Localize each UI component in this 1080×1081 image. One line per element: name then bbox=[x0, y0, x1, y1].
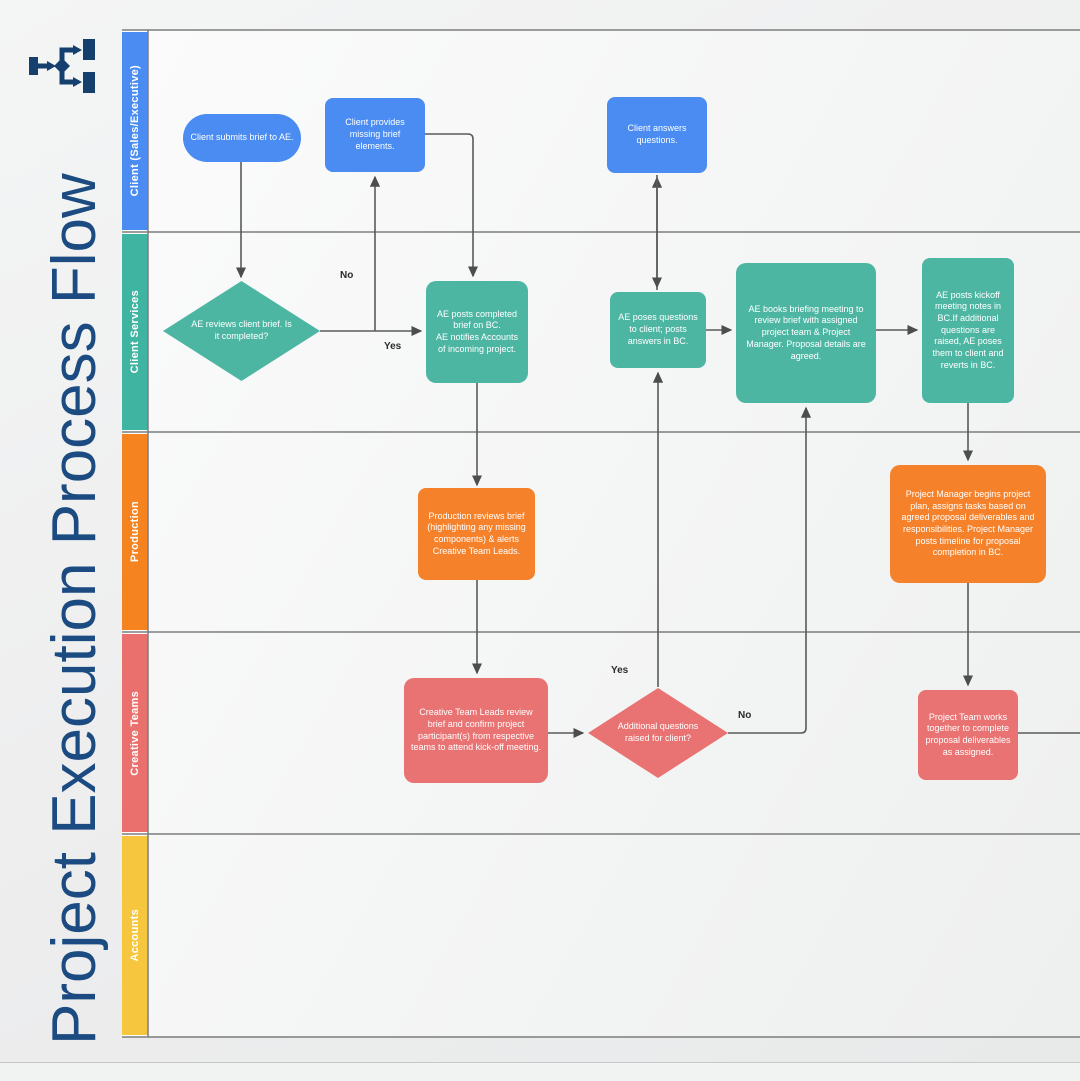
flowchart-icon bbox=[29, 39, 95, 93]
lane-bar-production: Production bbox=[122, 434, 148, 630]
node-project-team-works: Project Team works together to complete … bbox=[918, 690, 1018, 780]
lane-label-creative-teams: Creative Teams bbox=[129, 690, 141, 776]
lane-label-production: Production bbox=[129, 501, 141, 563]
node-text: Additional questions raised for client? bbox=[617, 721, 699, 743]
node-ae-poses-questions: AE poses questions to client; posts answ… bbox=[610, 292, 706, 368]
edge-label-no-1: No bbox=[340, 270, 354, 281]
node-production-reviews: Production reviews brief (highlighting a… bbox=[418, 488, 535, 580]
node-ae-books-meeting: AE books briefing meeting to review brie… bbox=[736, 263, 876, 403]
lane-bar-client: Client (Sales/Executive) bbox=[122, 32, 148, 230]
page-footer-strip bbox=[0, 1062, 1080, 1081]
page-title: Project Execution Process Flow bbox=[39, 173, 109, 1045]
lane-label-accounts: Accounts bbox=[129, 909, 141, 962]
node-text: AE books briefing meeting to review brie… bbox=[746, 303, 866, 361]
node-creative-leads-review: Creative Team Leads review brief and con… bbox=[404, 678, 548, 783]
lane-label-client: Client (Sales/Executive) bbox=[129, 65, 141, 197]
node-ae-posts-kickoff: AE posts kickoff meeting notes in BC.If … bbox=[922, 258, 1014, 403]
node-text: AE poses questions to client; posts answ… bbox=[618, 312, 698, 346]
node-text: Client submits brief to AE. bbox=[190, 132, 294, 143]
node-text: Project Manager begins project plan, ass… bbox=[901, 488, 1035, 558]
edge-label-no-2: No bbox=[738, 710, 752, 721]
lane-bar-client-services: Client Services bbox=[122, 234, 148, 430]
node-text: AE reviews client brief. Is it completed… bbox=[191, 319, 292, 341]
node-ae-posts-completed: AE posts completed brief on BC. AE notif… bbox=[426, 281, 528, 383]
node-text: Creative Team Leads review brief and con… bbox=[411, 707, 541, 753]
node-text: Project Team works together to complete … bbox=[925, 711, 1011, 757]
node-client-answers: Client answers questions. bbox=[607, 97, 707, 173]
node-client-submits: Client submits brief to AE. bbox=[183, 114, 301, 162]
lane-bar-creative-teams: Creative Teams bbox=[122, 634, 148, 832]
edge-label-yes-2: Yes bbox=[611, 665, 629, 676]
lane-label-client-services: Client Services bbox=[129, 290, 141, 374]
node-client-provides-missing: Client provides missing brief elements. bbox=[325, 98, 425, 172]
node-pm-begins-plan: Project Manager begins project plan, ass… bbox=[890, 465, 1046, 583]
node-text: Client answers questions. bbox=[627, 123, 687, 145]
node-text: AE posts completed brief on BC. AE notif… bbox=[435, 308, 519, 354]
node-text: AE posts kickoff meeting notes in BC.If … bbox=[932, 289, 1004, 370]
node-text: Production reviews brief (highlighting a… bbox=[427, 510, 526, 556]
edge-label-yes-1: Yes bbox=[384, 341, 402, 352]
lane-bar-accounts: Accounts bbox=[122, 836, 148, 1035]
node-text: Client provides missing brief elements. bbox=[345, 117, 405, 151]
